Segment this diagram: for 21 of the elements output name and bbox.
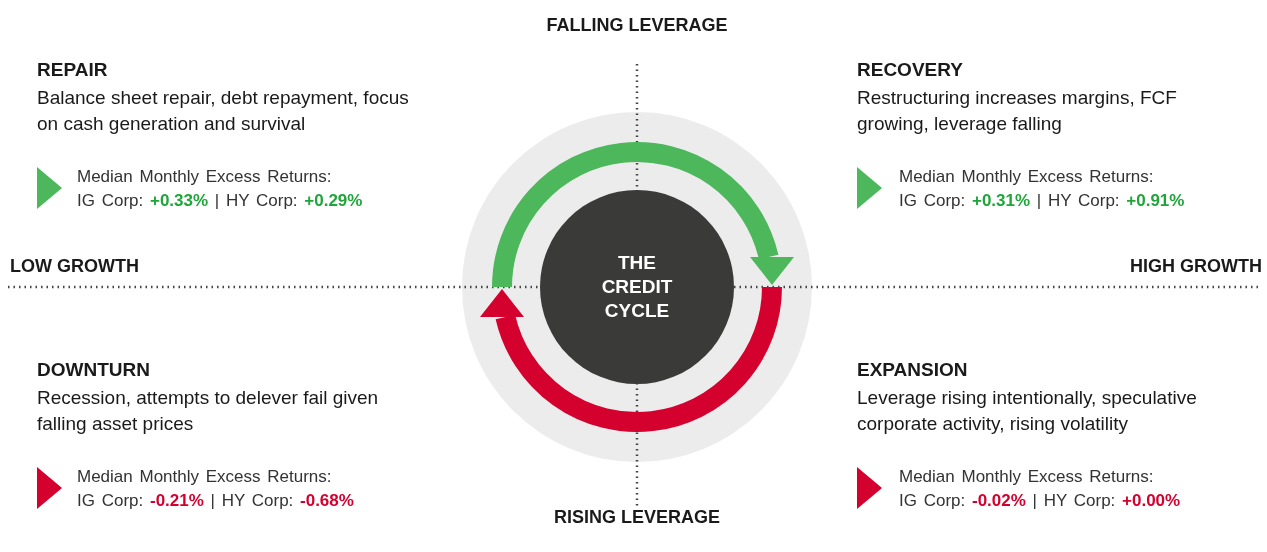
axis-label: HIGH GROWTH <box>1129 255 1262 278</box>
quadrant-description: Leverage rising intentionally, speculative corporate activity, rising volatility <box>857 386 1198 436</box>
quadrant-title: EXPANSION <box>857 358 969 382</box>
axis-label: LOW GROWTH <box>10 255 140 278</box>
quadrant-title: REPAIR <box>37 58 109 82</box>
center-title: THE CREDIT CYCLE <box>600 251 674 323</box>
quadrant-title: RECOVERY <box>857 58 964 82</box>
axis-label: FALLING LEVERAGE <box>545 14 729 37</box>
axis-label: RISING LEVERAGE <box>553 507 721 528</box>
quadrant-description: Recession, attempts to delever fail given falling asset prices <box>37 386 380 436</box>
returns-values: IG Corp: +0.31% | HY Corp: +0.91% <box>899 190 1186 212</box>
quadrant-title: DOWNTURN <box>37 358 151 382</box>
returns-values: IG Corp: +0.33% | HY Corp: +0.29% <box>77 190 364 212</box>
returns-values: IG Corp: -0.02% | HY Corp: +0.00% <box>899 490 1182 512</box>
quadrant-description: Balance sheet repair, debt repayment, focus on cash generation and survival <box>37 86 410 136</box>
returns-label: Median Monthly Excess Returns: <box>899 466 1155 488</box>
returns-values: IG Corp: -0.21% | HY Corp: -0.68% <box>77 490 355 512</box>
returns-label: Median Monthly Excess Returns: <box>899 166 1155 188</box>
returns-label: Median Monthly Excess Returns: <box>77 166 333 188</box>
quadrant-description: Restructuring increases margins, FCF growing, leverage falling <box>857 86 1178 136</box>
returns-label: Median Monthly Excess Returns: <box>77 466 333 488</box>
